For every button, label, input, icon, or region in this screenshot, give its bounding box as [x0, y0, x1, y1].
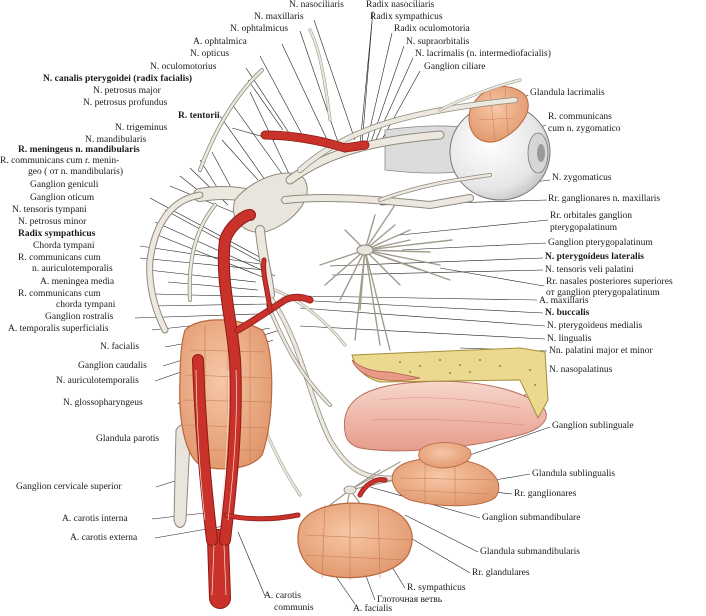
label-r-comm-zygomatico-2: cum n. zygomatico — [548, 124, 621, 134]
label-r-meningeus: R. meningeus n. mandibularis — [18, 145, 140, 155]
label-n-facialis: N. facialis — [100, 342, 140, 352]
submandibular-gland — [297, 502, 413, 580]
label-n-lacrimalis: N. lacrimalis (n. intermediofacialis) — [415, 49, 551, 59]
label-rr-nasales-1: Rr. nasales posteriores superiores — [546, 277, 673, 287]
label-n-nasociliaris: N. nasociliaris — [289, 0, 344, 10]
label-rr-glandulares: Rr. glandulares — [472, 568, 530, 578]
arterial-tree — [192, 130, 388, 609]
label-ganglion-rostralis: Ganglion rostralis — [45, 312, 114, 322]
label-a-carotis-externa: A. carotis externa — [70, 533, 138, 543]
vascular-sympathetic-plexus — [195, 369, 237, 596]
label-r-comm-auriculo-2: n. auriculotemporalis — [32, 264, 113, 274]
label-radix-sympathicus-top: Radix sympathicus — [370, 12, 443, 22]
label-ganglion-ciliare: Ganglion ciliare — [424, 62, 486, 72]
label-a-carotis-interna: A. carotis interna — [62, 514, 128, 524]
label-a-maxillaris: A. maxillaris — [539, 296, 589, 306]
label-n-mandibularis: N. mandibularis — [85, 135, 147, 145]
label-chorda-tympani: Chorda tympani — [33, 241, 95, 251]
label-n-tensoris-veli-palatini: N. tensoris veli palatini — [545, 265, 634, 275]
parotid-gland — [179, 319, 273, 470]
label-n-oculomotorius: N. oculomotorius — [150, 62, 217, 72]
label-r-sympathicus: R. sympathicus — [407, 583, 466, 593]
label-n-pterygoideus-lateralis: N. pterygoideus lateralis — [545, 252, 644, 262]
label-n-petrosus-profundus: N. petrosus profundus — [83, 98, 168, 108]
label-r-comm-meningeo-1: R. communicans cum r. menin- — [0, 156, 120, 166]
label-r-comm-zygomatico-1: R. communicans — [548, 112, 612, 122]
label-n-petrosus-minor: N. petrosus minor — [18, 217, 87, 227]
label-n-maxillaris: N. maxillaris — [254, 12, 304, 22]
palate-dots — [399, 359, 536, 396]
label-a-temporalis-superficialis: A. temporalis superficialis — [8, 324, 109, 334]
sublingual-lobe — [418, 442, 472, 469]
label-a-facialis: A. facialis — [353, 604, 393, 614]
submandibular-ganglion-node — [343, 485, 357, 495]
label-a-meningea-media: A. meningea media — [40, 277, 115, 287]
label-n-buccalis: N. buccalis — [545, 308, 590, 318]
label-glotochnaya-vetv: Глоточная ветвь — [377, 595, 443, 605]
label-radix-oculomotoria: Radix oculomotoria — [394, 24, 470, 34]
label-r-comm-meningeo-2: geo ( от n. mandibularis) — [28, 167, 124, 177]
label-ganglion-oticum: Ganglion oticum — [30, 193, 95, 203]
label-n-lingualis: N. lingualis — [547, 334, 592, 344]
label-a-carotis-communis-1: A. carotis — [264, 591, 301, 601]
label-rr-orbitales-1: Rr. orbitales ganglion — [550, 211, 633, 221]
tongue-texture — [369, 397, 526, 426]
label-radix-nasociliaris: Radix nasociliaris — [366, 0, 435, 10]
soft-palate — [351, 359, 421, 381]
label-n-auriculotemporalis: N. auriculotemporalis — [56, 376, 139, 386]
label-n-zygomaticus: N. zygomaticus — [552, 173, 612, 183]
nerve-network — [146, 28, 522, 528]
label-ganglion-pterygopalatinum: Ganglion pterygopalatinum — [548, 238, 653, 248]
label-radix-sympathicus-left: Radix sympathicus — [18, 229, 96, 239]
tongue — [343, 380, 547, 452]
label-n-opticus: N. opticus — [190, 49, 230, 59]
label-n-tensoris-tympani: N. tensoris tympani — [12, 205, 87, 215]
label-glandula-lacrimalis: Glandula lacrimalis — [530, 88, 605, 98]
label-ganglion-geniculi: Ganglion geniculi — [30, 180, 99, 190]
label-n-trigeminus: N. trigeminus — [115, 123, 168, 133]
label-n-nasopalatinus: N. nasopalatinus — [549, 365, 613, 375]
pterygopalatine-ganglion — [356, 244, 374, 256]
label-nn-palatini: Nn. palatini major et minor — [549, 346, 653, 356]
label-ganglion-caudalis: Ganglion caudalis — [78, 361, 147, 371]
label-rr-ganglionares-maxillaris: Rr. ganglionares n. maxillaris — [548, 194, 661, 204]
label-n-supraorbitalis: N. supraorbitalis — [406, 37, 470, 47]
label-a-ophtalmica: A. ophtalmica — [193, 37, 247, 47]
label-glandula-sublingualis: Glandula sublingualis — [532, 469, 616, 479]
label-a-carotis-communis-2: communis — [274, 603, 314, 613]
label-rr-orbitales-2: pterygopalatinum — [550, 223, 618, 233]
label-n-canalis-pterygoidei: N. canalis pterygoidei (radix facialis) — [43, 74, 193, 84]
label-ganglion-submandibulare: Ganglion submandibulare — [482, 513, 581, 523]
label-n-petrosus-major: N. petrosus major — [93, 86, 161, 96]
label-r-comm-chorda-2: chorda tympani — [56, 300, 116, 310]
label-ganglion-cervicale-superior: Ganglion cervicale superior — [16, 482, 122, 492]
label-rr-ganglionares: Rr. ganglionares — [514, 489, 577, 499]
label-n-glossopharyngeus: N. glossopharyngeus — [63, 398, 143, 408]
label-r-tentorii: R. tentorii — [178, 111, 220, 121]
label-ganglion-sublinguale: Ganglion sublinguale — [552, 421, 634, 431]
label-r-comm-chorda-1: R. communicans cum — [18, 289, 101, 299]
label-rr-nasales-2: от ganglion pterygopalatinum — [546, 288, 660, 298]
label-n-ophtalmicus: N. ophtalmicus — [230, 24, 289, 34]
label-glandula-parotis: Glandula parotis — [96, 434, 160, 444]
label-r-comm-auriculo-1: R. communicans cum — [18, 253, 101, 263]
label-n-pterygoideus-medialis: N. pterygoideus medialis — [547, 321, 643, 331]
label-glandula-submandibularis: Glandula submandibularis — [480, 547, 580, 557]
